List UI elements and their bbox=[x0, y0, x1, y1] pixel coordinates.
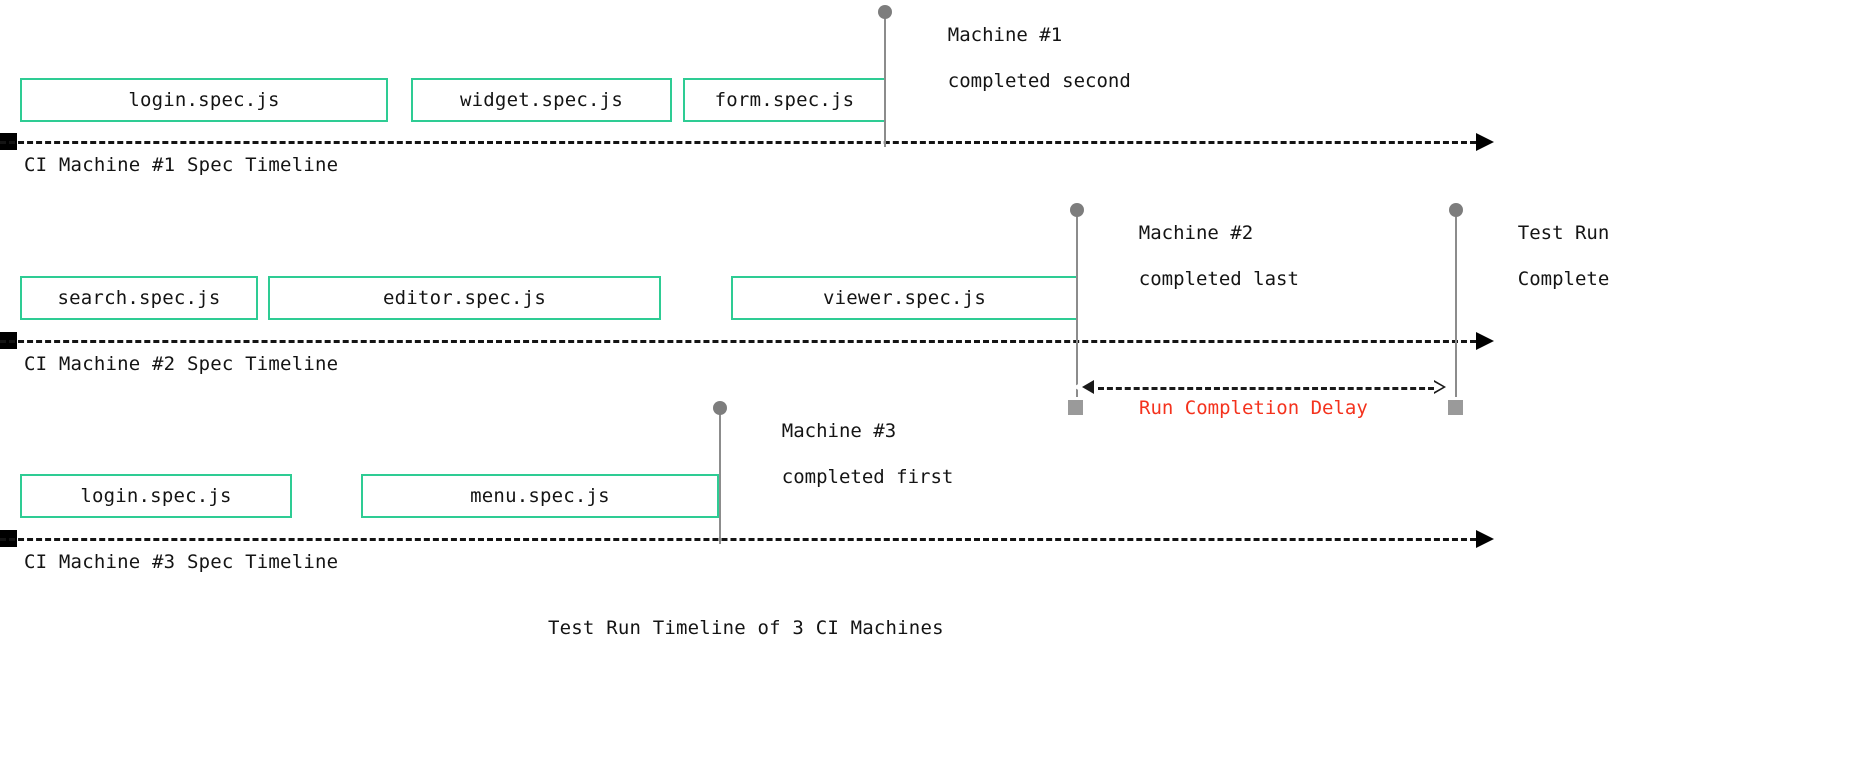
milestone-line bbox=[719, 411, 721, 544]
milestone-line bbox=[1076, 212, 1078, 397]
spec-box-label: login.spec.js bbox=[80, 485, 232, 507]
milestone-label-line1: Machine #1 bbox=[947, 24, 1063, 46]
milestone-label: Machine #2 completed last bbox=[1093, 199, 1299, 314]
spec-box[interactable]: form.spec.js bbox=[683, 78, 886, 122]
milestone-dot-icon bbox=[1449, 203, 1463, 217]
timeline-axis bbox=[0, 141, 1476, 144]
milestone-label-line2: completed last bbox=[1138, 268, 1299, 290]
delay-end-marker bbox=[1068, 400, 1083, 415]
delay-label: Run Completion Delay bbox=[1139, 397, 1368, 419]
spec-box[interactable]: editor.spec.js bbox=[268, 276, 661, 320]
axis-arrow-icon bbox=[1476, 133, 1494, 151]
spec-box-label: form.spec.js bbox=[714, 89, 855, 111]
milestone-label: Test Run Complete bbox=[1472, 199, 1610, 314]
spec-box[interactable]: menu.spec.js bbox=[361, 474, 719, 518]
spec-box-label: menu.spec.js bbox=[470, 485, 610, 507]
milestone-label-line2: completed second bbox=[947, 70, 1131, 92]
milestone-dot-icon bbox=[713, 401, 727, 415]
spec-box-label: editor.spec.js bbox=[383, 287, 546, 309]
delay-left-arrow-icon bbox=[1073, 380, 1094, 394]
axis-label: CI Machine #3 Spec Timeline bbox=[24, 551, 339, 573]
delay-end-marker bbox=[1448, 400, 1463, 415]
timeline-axis bbox=[0, 340, 1476, 343]
axis-label: CI Machine #1 Spec Timeline bbox=[24, 154, 339, 176]
spec-box-label: widget.spec.js bbox=[460, 89, 623, 111]
milestone-label-line2: Complete bbox=[1517, 268, 1610, 290]
milestone-line bbox=[884, 14, 886, 147]
figure-title: Test Run Timeline of 3 CI Machines bbox=[548, 617, 944, 639]
spec-box-label: viewer.spec.js bbox=[823, 287, 986, 309]
spec-box[interactable]: viewer.spec.js bbox=[731, 276, 1078, 320]
spec-box[interactable]: login.spec.js bbox=[20, 474, 292, 518]
milestone-label-line2: completed first bbox=[781, 466, 954, 488]
delay-dashed-line bbox=[1098, 387, 1434, 390]
milestone-label: Machine #3 completed first bbox=[736, 397, 954, 512]
milestone-line bbox=[1455, 212, 1457, 397]
spec-box[interactable]: search.spec.js bbox=[20, 276, 258, 320]
milestone-label-line1: Test Run bbox=[1517, 222, 1610, 244]
spec-box[interactable]: widget.spec.js bbox=[411, 78, 672, 122]
milestone-label-line1: Machine #2 bbox=[1138, 222, 1254, 244]
timeline-axis bbox=[0, 538, 1476, 541]
axis-arrow-icon bbox=[1476, 530, 1494, 548]
delay-right-arrow-icon bbox=[1434, 380, 1446, 394]
milestone-label: Machine #1 completed second bbox=[902, 1, 1131, 116]
milestone-dot-icon bbox=[1070, 203, 1084, 217]
axis-arrow-icon bbox=[1476, 332, 1494, 350]
spec-box-label: login.spec.js bbox=[128, 89, 280, 111]
milestone-dot-icon bbox=[878, 5, 892, 19]
spec-box-label: search.spec.js bbox=[57, 287, 221, 309]
spec-box[interactable]: login.spec.js bbox=[20, 78, 388, 122]
axis-label: CI Machine #2 Spec Timeline bbox=[24, 353, 339, 375]
milestone-label-line1: Machine #3 bbox=[781, 420, 897, 442]
